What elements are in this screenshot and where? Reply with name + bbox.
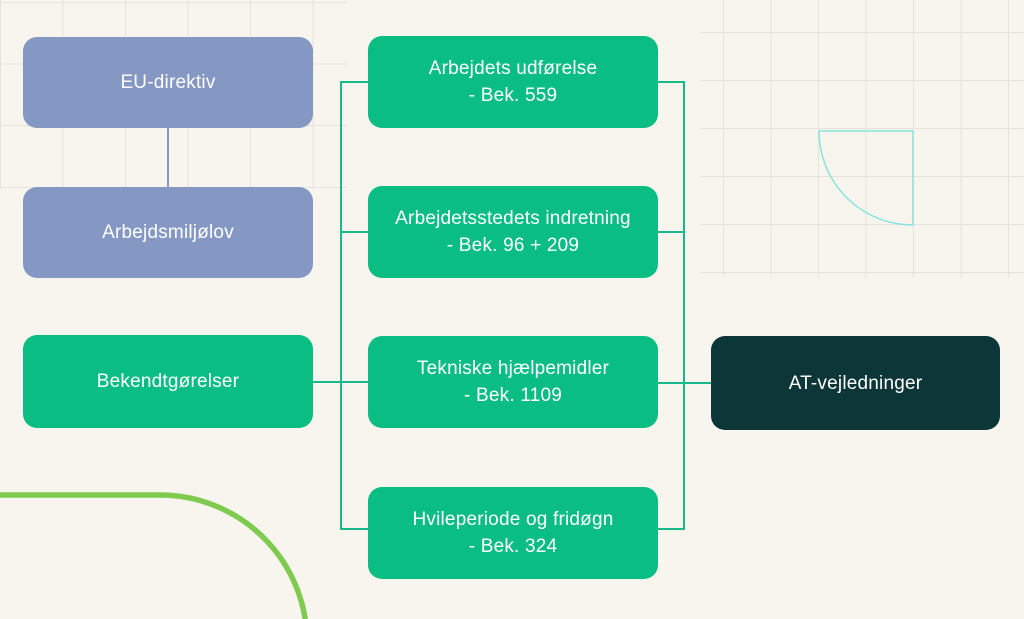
node-sublabel: - Bek. 559: [468, 85, 558, 106]
node-label: Arbejdsmiljølov: [102, 222, 234, 243]
green-curve-decoration: [0, 492, 308, 619]
node-bekendtgorelser: Bekendtgørelser: [23, 335, 313, 428]
connector-rail-left: [340, 81, 342, 530]
node-label: Bekendtgørelser: [96, 371, 240, 392]
connector-stub-hvileperiode-right: [658, 528, 683, 530]
node-arbejdetsstedets-indretning: Arbejdetsstedets indretning - Bek. 96 + …: [368, 186, 658, 278]
node-label: EU-direktiv: [120, 72, 216, 93]
connector-eu-to-arbejdsmiljolov: [167, 128, 169, 187]
quarter-circle-icon: [818, 130, 914, 226]
node-label: Arbejdetsstedets indretning: [395, 208, 631, 229]
node-label: AT-vejledninger: [788, 372, 923, 394]
grid-pattern-top-right: [700, 0, 1024, 278]
node-label: Arbejdets udførelse: [428, 58, 598, 79]
connector-stub-arbejdets-udforelse-right: [658, 81, 683, 83]
connector-stub-arbejdets-udforelse-left: [342, 81, 368, 83]
connector-stub-arbejdetsstedets-right: [658, 231, 683, 233]
node-tekniske-hjaelpemidler: Tekniske hjælpemidler - Bek. 1109: [368, 336, 658, 428]
node-arbejdets-udforelse: Arbejdets udførelse - Bek. 559: [368, 36, 658, 128]
connector-stub-hvileperiode-left: [342, 528, 368, 530]
node-sublabel: - Bek. 324: [468, 536, 558, 557]
node-sublabel: - Bek. 96 + 209: [446, 235, 580, 256]
node-label: Tekniske hjælpemidler: [416, 358, 610, 379]
node-label: Hvileperiode og fridøgn: [412, 509, 614, 530]
node-eu-direktiv: EU-direktiv: [23, 37, 313, 128]
connector-bekendtgorelser-to-rail: [313, 381, 368, 383]
connector-stub-arbejdetsstedets-left: [342, 231, 368, 233]
node-hvileperiode-og-fridogn: Hvileperiode og fridøgn - Bek. 324: [368, 487, 658, 579]
node-arbejdsmiljolov: Arbejdsmiljølov: [23, 187, 313, 278]
connector-rail-right: [683, 81, 685, 530]
node-sublabel: - Bek. 1109: [464, 385, 562, 406]
connector-rail-to-at-vejledninger: [658, 382, 711, 384]
node-at-vejledninger: AT-vejledninger: [711, 336, 1000, 430]
